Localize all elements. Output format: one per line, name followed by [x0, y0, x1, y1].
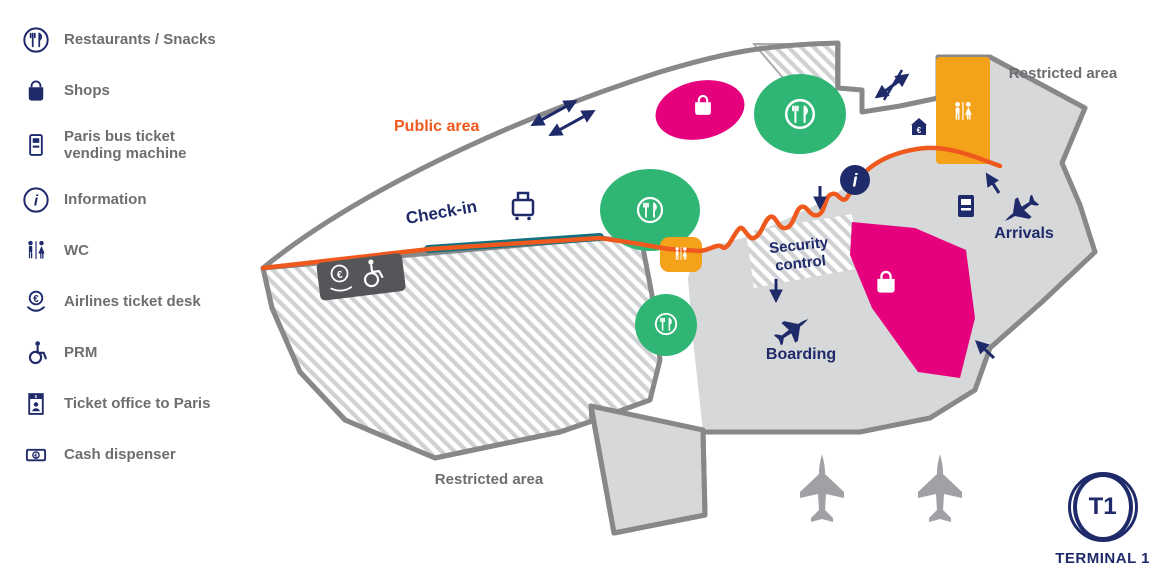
legend-item-label: Cash dispenser [64, 445, 176, 463]
legend-item-prm: PRM [22, 339, 227, 367]
terminal-outline [260, 40, 1098, 536]
arrivals-label: Arrivals [994, 225, 1054, 242]
legend-item-label: Shops [64, 82, 110, 100]
bus-ticket-machine-icon [958, 195, 974, 217]
public-area-label: Public area [394, 118, 479, 135]
security-hatched-region [746, 214, 860, 288]
prm-icon [22, 339, 50, 367]
exit-arrow [974, 340, 996, 360]
ticket-office-icon: € [22, 390, 50, 418]
legend-item-restaurants: Restaurants / Snacks [22, 26, 227, 54]
security-control-label: Security [768, 234, 829, 257]
legend-item-label: Paris bus ticket vending machine [64, 128, 187, 163]
wc-icon [22, 237, 50, 265]
legend-item-label: PRM [64, 343, 98, 361]
restaurant-area-checkin [600, 169, 700, 251]
restricted-area-bottom-label: Restricted area [435, 471, 544, 488]
legend-item-information: i Information [22, 186, 227, 214]
prm-desk-icon [363, 259, 384, 288]
legend-item-cash-dispenser: € Cash dispenser [22, 441, 227, 469]
aircraft-silhouette [800, 454, 844, 522]
svg-text:€: € [34, 453, 38, 459]
terminal-1-logo: T1 TERMINAL 1 [1055, 472, 1150, 567]
t1-badge: T1 [1067, 472, 1138, 542]
ticket-office-icon: € [911, 118, 927, 135]
restaurant-area-lower [635, 294, 697, 356]
legend-item-label: Ticket office to Paris [64, 394, 211, 412]
euro-desk-icon: € [330, 264, 353, 292]
boarding-label: Boarding [766, 346, 836, 363]
entrance-arrow [548, 110, 596, 136]
svg-text:€: € [336, 270, 343, 282]
public-boundary-line [260, 145, 1003, 271]
restaurant-area-top [754, 74, 846, 154]
airlines-ticket-desk-icon: € [22, 288, 50, 316]
legend-item-label: Information [64, 190, 147, 208]
restaurant-icon [22, 26, 50, 54]
door-slash [882, 69, 904, 101]
information-point: i [840, 165, 870, 195]
svg-text:€: € [917, 126, 922, 135]
legend-item-label: Restaurants / Snacks [64, 31, 216, 49]
shops-icon [22, 77, 50, 105]
t1-badge-text: T1 [1072, 473, 1133, 541]
shops-area-right [850, 222, 975, 378]
check-in-label: Check-in [404, 197, 478, 228]
cash-dispenser-icon: € [22, 441, 50, 469]
restricted-area-top-label: Restricted area [1009, 65, 1118, 82]
terminal-1-label: TERMINAL 1 [1055, 550, 1150, 567]
svg-text:i: i [852, 171, 858, 191]
legend-item-label: WC [64, 241, 89, 259]
information-icon: i [22, 186, 50, 214]
airlines-ticket-desk: € [316, 253, 406, 301]
aircraft-silhouette [918, 454, 962, 522]
legend-item-wc: WC [22, 237, 227, 265]
security-control-label: control [774, 252, 826, 274]
legend: Restaurants / Snacks Shops Paris bus tic… [22, 26, 227, 469]
bus-ticket-machine-icon [22, 131, 50, 159]
luggage-icon [511, 191, 535, 221]
legend-item-shops: Shops [22, 77, 227, 105]
flow-arrows [530, 69, 1001, 360]
legend-item-bus-ticket-machine: Paris bus ticket vending machine [22, 128, 227, 163]
legend-item-ticket-office: € Ticket office to Paris [22, 390, 227, 418]
svg-text:€: € [35, 394, 38, 399]
svg-text:€: € [33, 293, 39, 304]
legend-item-label: Airlines ticket desk [64, 292, 201, 310]
legend-item-airlines-ticket-desk: € Airlines ticket desk [22, 288, 227, 316]
svg-text:i: i [34, 192, 39, 209]
arrivals-arrow [985, 172, 1001, 194]
